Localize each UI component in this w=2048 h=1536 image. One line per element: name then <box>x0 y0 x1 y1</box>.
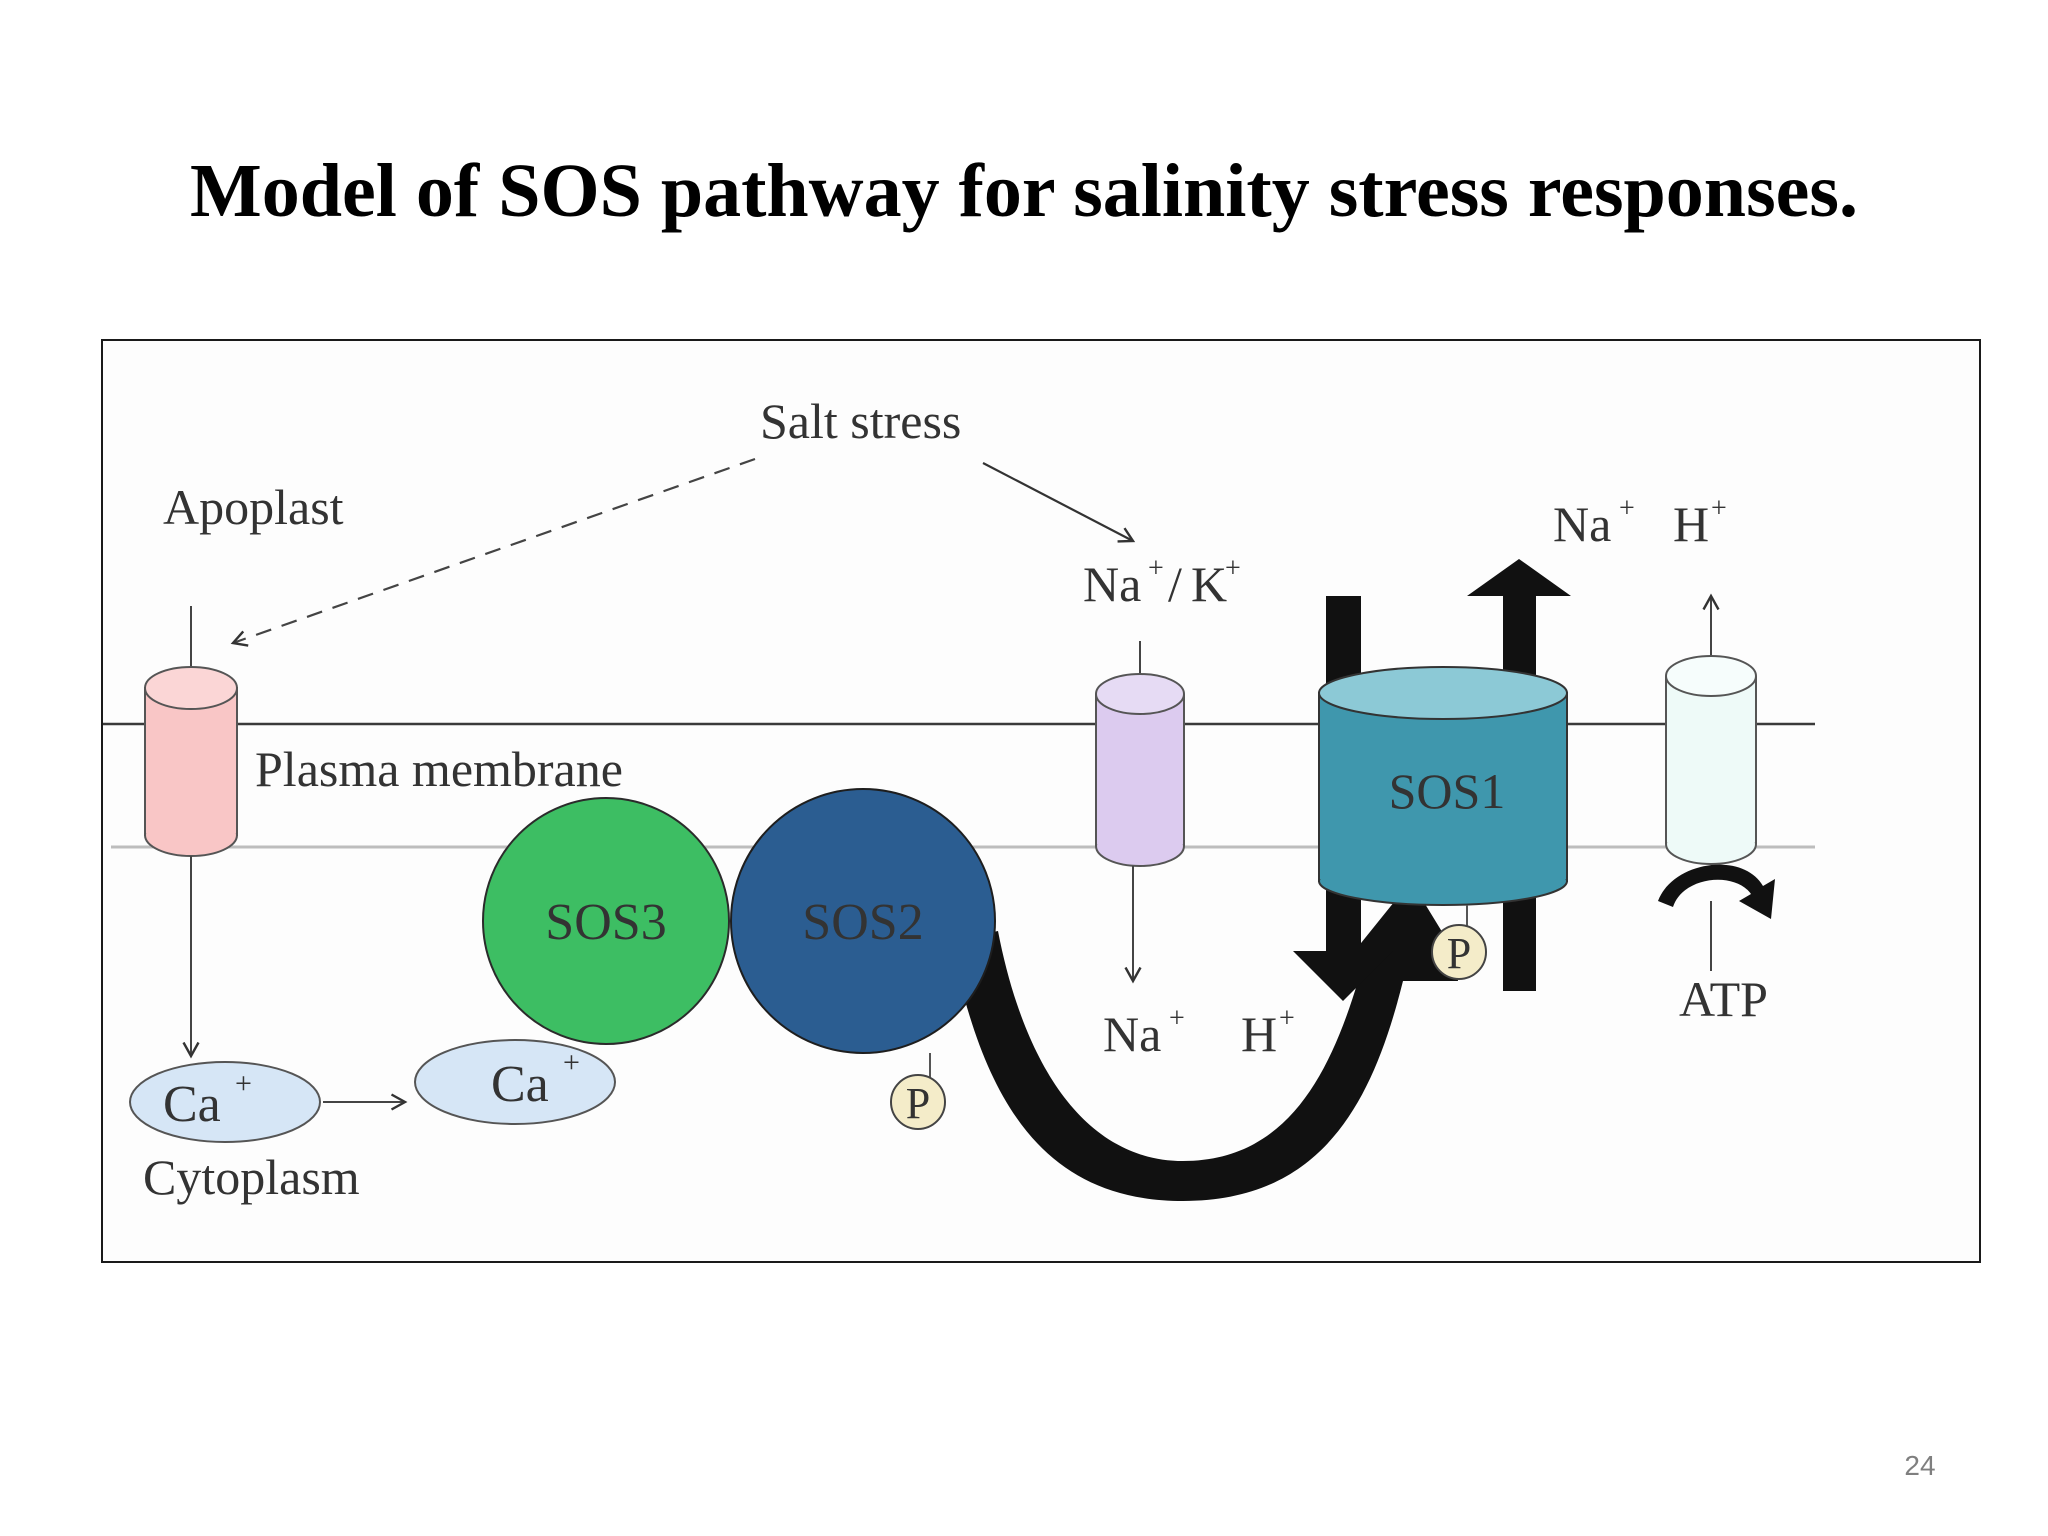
atp-curved-arrow <box>1658 864 1775 919</box>
sos2-to-sos1-curved-arrow <box>951 881 1458 1201</box>
ca-plus: + <box>235 1067 252 1100</box>
sos1-label: SOS1 <box>1389 763 1506 819</box>
sos1-phosphate: P <box>1431 924 1487 980</box>
up-h-text: H <box>1673 496 1709 552</box>
sos1-protein: SOS1 <box>1318 666 1568 906</box>
sos2-phospho-label: P <box>906 1079 930 1128</box>
low-h-plus: + <box>1279 1003 1295 1034</box>
low-na-text: Na <box>1103 1006 1161 1062</box>
apoplast-label: Apoplast <box>163 479 344 535</box>
up-na-plus: + <box>1619 493 1635 524</box>
atp-label: ATP <box>1679 971 1768 1027</box>
na-k-label: Na + / K + <box>1083 553 1241 612</box>
na-h-cytoplasm-label: Na + H + <box>1103 1003 1295 1062</box>
cytoplasm-label: Cytoplasm <box>143 1149 360 1205</box>
up-na-text: Na <box>1553 496 1611 552</box>
ca-bound-plus: + <box>563 1046 580 1079</box>
sos-pathway-figure: Salt stress Apoplast Plasma membrane Ca … <box>101 339 1981 1263</box>
sos3-label: SOS3 <box>545 894 666 951</box>
low-na-plus: + <box>1169 1003 1185 1034</box>
slide-title: Model of SOS pathway for salinity stress… <box>190 149 1858 233</box>
na-k-transporter <box>1095 641 1185 984</box>
calcium-channel <box>144 606 238 1059</box>
nak-k-plus: + <box>1225 553 1241 584</box>
sos3-protein: SOS3 <box>482 797 730 1045</box>
nak-k-text: K <box>1191 556 1227 612</box>
low-h-text: H <box>1241 1006 1277 1062</box>
h-atpase-pump <box>1665 593 1757 971</box>
sos1-phospho-label: P <box>1447 929 1471 978</box>
calcium-ion-cytoplasm: Ca + <box>129 1061 321 1143</box>
plasma-membrane-label: Plasma membrane <box>255 741 623 797</box>
ca-bound-text: Ca <box>491 1056 549 1113</box>
nak-slash: / <box>1168 556 1182 612</box>
calcium-ion-bound: Ca + <box>414 1039 616 1125</box>
salt-stress-dashed-arrow <box>230 457 756 647</box>
sos2-label: SOS2 <box>802 894 923 951</box>
page-number: 24 <box>1904 1450 1936 1481</box>
nak-na-plus: + <box>1148 553 1164 584</box>
sos-pathway-diagram: Salt stress Apoplast Plasma membrane Ca … <box>103 393 1815 1205</box>
sos2-phosphate: P <box>890 1074 946 1130</box>
up-h-plus: + <box>1711 493 1727 524</box>
na-h-apoplast-label: Na + H + <box>1553 493 1727 552</box>
sos2-protein: SOS2 <box>730 788 996 1054</box>
nak-na-text: Na <box>1083 556 1141 612</box>
ca-text: Ca <box>163 1076 221 1133</box>
salt-stress-arrow <box>982 462 1136 543</box>
salt-stress-label: Salt stress <box>760 393 961 449</box>
